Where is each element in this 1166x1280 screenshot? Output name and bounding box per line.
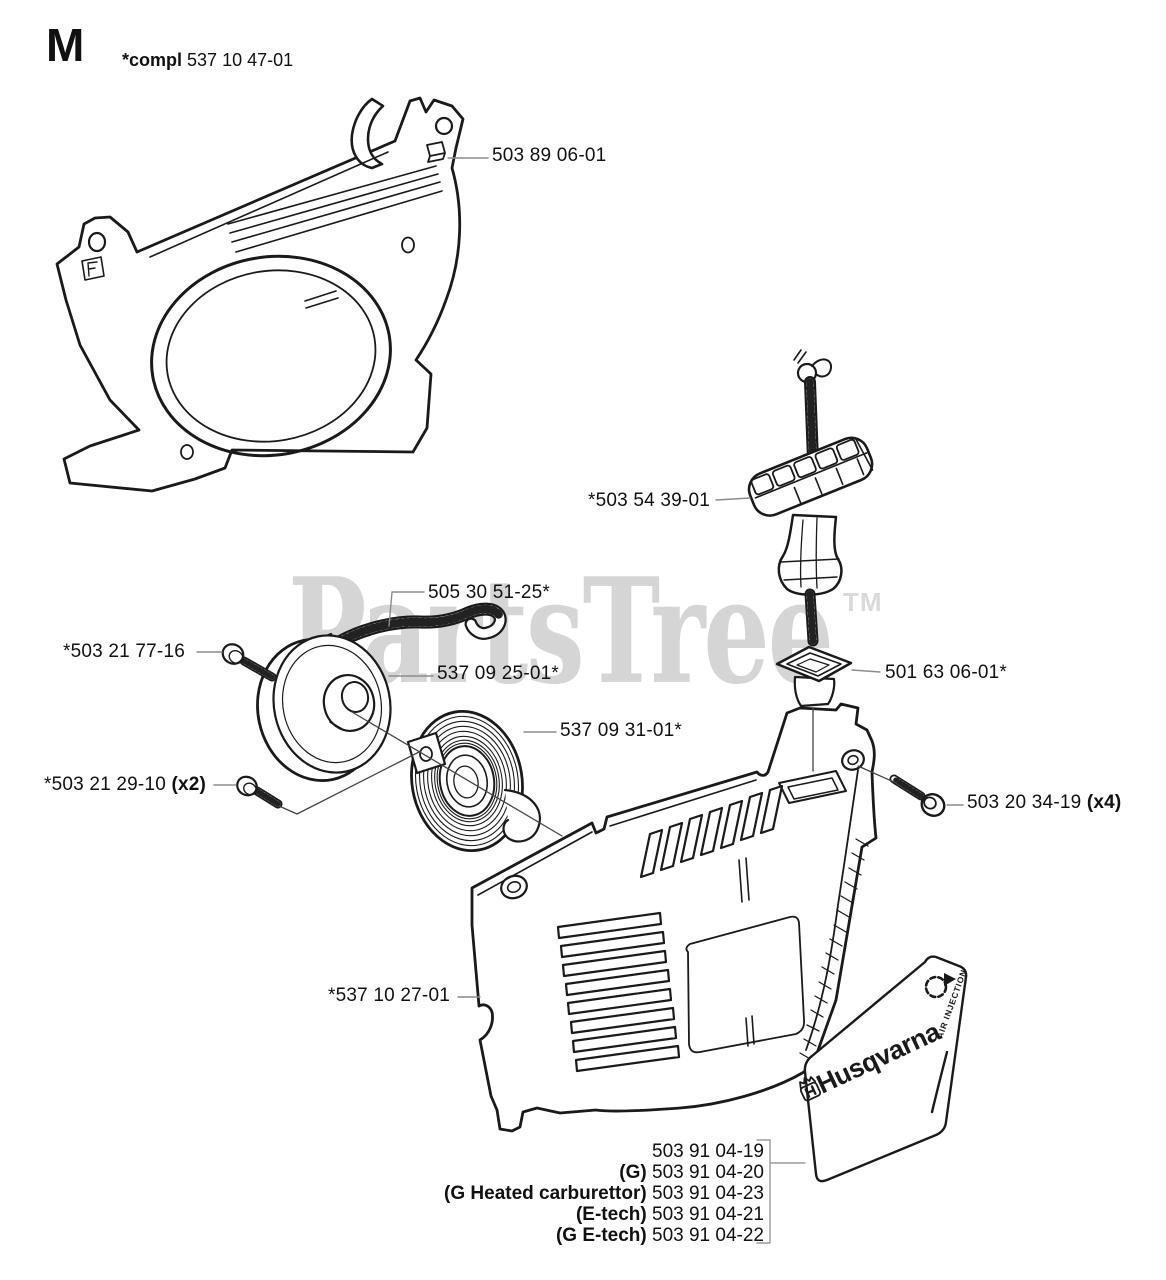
husqvarna-crown-icon bbox=[799, 1076, 822, 1102]
part-label-starter-handle: *503 54 39-01 bbox=[588, 490, 710, 511]
rope-guide-drawing bbox=[775, 645, 853, 708]
recoil-spring-drawing bbox=[406, 710, 541, 852]
variant-row: (G) 503 91 04-20 bbox=[619, 1162, 764, 1183]
complete-assembly-label: *compl 537 10 47-01 bbox=[122, 50, 293, 71]
part-label-recoil-spring: 537 09 31-01* bbox=[560, 720, 682, 741]
top-vent-slats bbox=[639, 784, 784, 879]
wire-guide-hook bbox=[350, 97, 385, 170]
part-label-fan-housing: 503 89 06-01 bbox=[492, 145, 607, 166]
housing-screw-drawing bbox=[889, 774, 946, 817]
housing-screw-qty: (x4) bbox=[1086, 792, 1122, 813]
spring-end-hook bbox=[502, 788, 541, 843]
starter-housing-drawing bbox=[470, 702, 878, 1133]
part-label-spring-screw: *503 21 29-10 (x2) bbox=[44, 774, 207, 795]
variant-bracket bbox=[756, 1139, 806, 1244]
side-vent-slats bbox=[556, 911, 681, 1073]
part-label-starter-rope: 505 30 51-25* bbox=[428, 582, 550, 603]
housing-variant-list: 503 91 04-19 (G) 503 91 04-20 (G Heated … bbox=[444, 1141, 764, 1246]
pulley-screw-drawing bbox=[221, 643, 277, 682]
variant-row: 503 91 04-19 bbox=[652, 1141, 764, 1162]
spring-screw-drawing bbox=[236, 775, 283, 809]
starter-rope-drawing bbox=[324, 602, 507, 654]
spring-mount-tab bbox=[406, 731, 447, 775]
part-label-rope-guide: 501 63 06-01* bbox=[885, 662, 1007, 683]
part-label-pulley-screw: *503 21 77-16 bbox=[63, 641, 185, 662]
part-label-starter-housing: *537 10 27-01 bbox=[328, 985, 450, 1006]
variant-row: (E-tech) 503 91 04-21 bbox=[575, 1204, 764, 1225]
watermark-tm-mark: TM bbox=[843, 587, 883, 617]
handle-grip-pads bbox=[750, 438, 860, 496]
edge-hatching bbox=[799, 838, 869, 1061]
fan-housing-drawing bbox=[55, 96, 465, 493]
assembly-lines bbox=[278, 707, 897, 837]
starter-handle-drawing bbox=[747, 349, 874, 647]
variant-row: (G E-tech) 503 91 04-22 bbox=[555, 1225, 764, 1246]
pulley-drawing bbox=[256, 632, 392, 782]
compl-prefix: *compl bbox=[122, 50, 183, 70]
air-injection-arrow-icon bbox=[924, 973, 956, 1114]
part-label-rope-pulley: 537 09 25-01* bbox=[437, 663, 559, 684]
part-label-housing-screw: 503 20 34-19 (x4) bbox=[967, 792, 1122, 813]
variant-row: (G Heated carburettor) 503 91 04-23 bbox=[444, 1183, 764, 1204]
leader-lines bbox=[196, 157, 964, 998]
spring-screw-qty: (x2) bbox=[171, 774, 207, 795]
compl-number: 537 10 47-01 bbox=[187, 50, 294, 70]
section-letter: M bbox=[46, 19, 85, 71]
